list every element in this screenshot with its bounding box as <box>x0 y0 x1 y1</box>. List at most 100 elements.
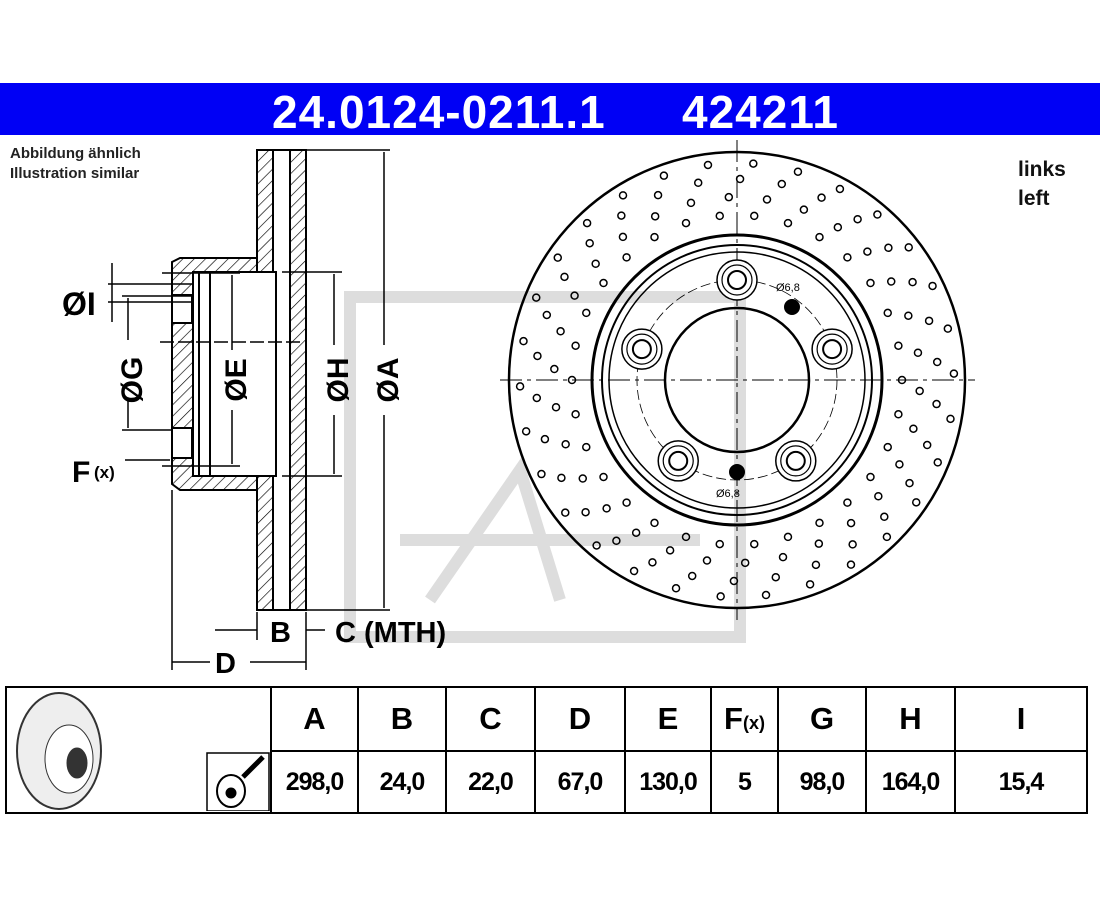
drill-hole <box>693 178 703 188</box>
bolt-hole <box>785 450 806 471</box>
dimensions-table: A B C D E F(x) G H I 298,0 24,0 22,0 67,… <box>5 686 1088 814</box>
drill-hole <box>686 198 696 208</box>
drill-hole <box>905 478 914 488</box>
drill-hole <box>799 205 809 214</box>
product-thumbnail <box>5 686 272 814</box>
drill-hole <box>561 440 570 449</box>
bolt-hole <box>668 450 689 471</box>
header-f-sub: (x) <box>742 713 765 733</box>
bolt-hole-ring <box>662 445 694 477</box>
header-g: G <box>777 686 867 752</box>
drill-hole <box>886 277 896 286</box>
drill-hole <box>553 253 563 262</box>
label-b: B <box>270 617 291 649</box>
disc-thumbnail-icon <box>16 692 102 810</box>
drill-hole <box>716 592 725 601</box>
drill-hole <box>537 469 546 479</box>
drill-hole <box>567 375 577 385</box>
drill-hole <box>602 504 611 513</box>
drill-hole <box>884 243 893 253</box>
drill-hole <box>703 160 713 170</box>
drill-hole <box>924 316 934 326</box>
drill-hole <box>659 171 669 180</box>
note-de: Abbildung ähnlich <box>10 145 141 162</box>
bolt-hole-boss <box>621 328 663 370</box>
bolt-hole <box>727 270 747 290</box>
drill-hole <box>618 232 628 242</box>
label-dia-h: ØH <box>322 358 355 403</box>
drill-hole <box>749 159 758 168</box>
value-f: 5 <box>710 750 779 814</box>
drill-hole <box>531 293 541 302</box>
header-c: C <box>445 686 536 752</box>
note-en: Illustration similar <box>10 165 140 182</box>
header-a: A <box>270 686 359 752</box>
drill-hole <box>533 351 542 361</box>
header-b: B <box>357 686 447 752</box>
drill-hole <box>650 518 659 528</box>
drill-hole <box>724 192 734 202</box>
bolt-hole <box>822 339 843 360</box>
drill-hole <box>817 193 826 202</box>
drill-hole <box>894 410 903 419</box>
label-dia-e: ØE <box>220 358 253 401</box>
bolt-hole-ring <box>626 333 658 365</box>
drill-hole <box>922 440 932 450</box>
drill-hole <box>650 232 659 242</box>
drill-hole <box>946 414 955 424</box>
label-d: D <box>215 648 236 680</box>
drill-hole <box>515 382 525 391</box>
drill-hole <box>612 536 621 546</box>
drill-hole <box>805 580 815 589</box>
drill-hole <box>835 184 845 194</box>
drill-hole <box>783 218 793 228</box>
drill-icon <box>206 752 270 811</box>
drill-hole <box>687 571 697 581</box>
bolt-hole-boss <box>775 440 817 482</box>
drill-hole <box>883 442 892 452</box>
drill-hole <box>911 498 921 507</box>
header-e: E <box>624 686 712 752</box>
value-e: 130,0 <box>624 750 712 814</box>
drill-hole <box>631 528 641 537</box>
bolt-hole-boss <box>657 440 699 482</box>
drill-hole <box>519 336 528 346</box>
drill-hole <box>874 491 883 501</box>
drill-hole <box>665 546 675 555</box>
header-f-letter: F <box>724 701 743 736</box>
bolt-hole-ring <box>780 445 812 477</box>
label-f-sub: (x) <box>94 463 115 482</box>
value-d: 67,0 <box>534 750 626 814</box>
drill-hole <box>882 532 892 542</box>
drill-hole <box>843 498 852 507</box>
header-h: H <box>865 686 956 752</box>
bolt-hole-ring <box>816 333 848 365</box>
drill-hole <box>866 278 875 288</box>
drill-hole <box>815 232 824 242</box>
drill-hole <box>853 214 862 224</box>
label-dia-g: ØG <box>116 357 149 404</box>
drill-hole <box>540 434 550 444</box>
side-label: links left <box>1018 155 1066 213</box>
drill-hole <box>671 584 681 593</box>
drill-hole <box>904 243 913 252</box>
drill-hole <box>843 253 852 262</box>
drill-hole <box>933 458 943 467</box>
drill-hole <box>928 281 937 291</box>
drill-hole <box>833 223 843 232</box>
header-d: D <box>534 686 626 752</box>
header-f: F(x) <box>710 686 779 752</box>
drill-hole <box>653 190 663 200</box>
drill-hole <box>915 386 924 396</box>
drill-hole <box>815 518 824 528</box>
drill-hole <box>778 552 788 562</box>
drill-hole <box>582 218 592 228</box>
technical-drawing: ØI ØG ØE ØH ØA F (x) B C (MTH) D Ø6,8 Ø6… <box>62 140 975 680</box>
header-bar: 24.0124-0211.1 424211 <box>0 83 1100 138</box>
bolt-hole-boss <box>811 328 853 370</box>
drill-hole <box>894 341 903 350</box>
drill-hole <box>681 532 691 542</box>
drill-hole <box>585 238 594 248</box>
drill-hole <box>622 253 631 262</box>
drill-hole <box>848 540 857 549</box>
